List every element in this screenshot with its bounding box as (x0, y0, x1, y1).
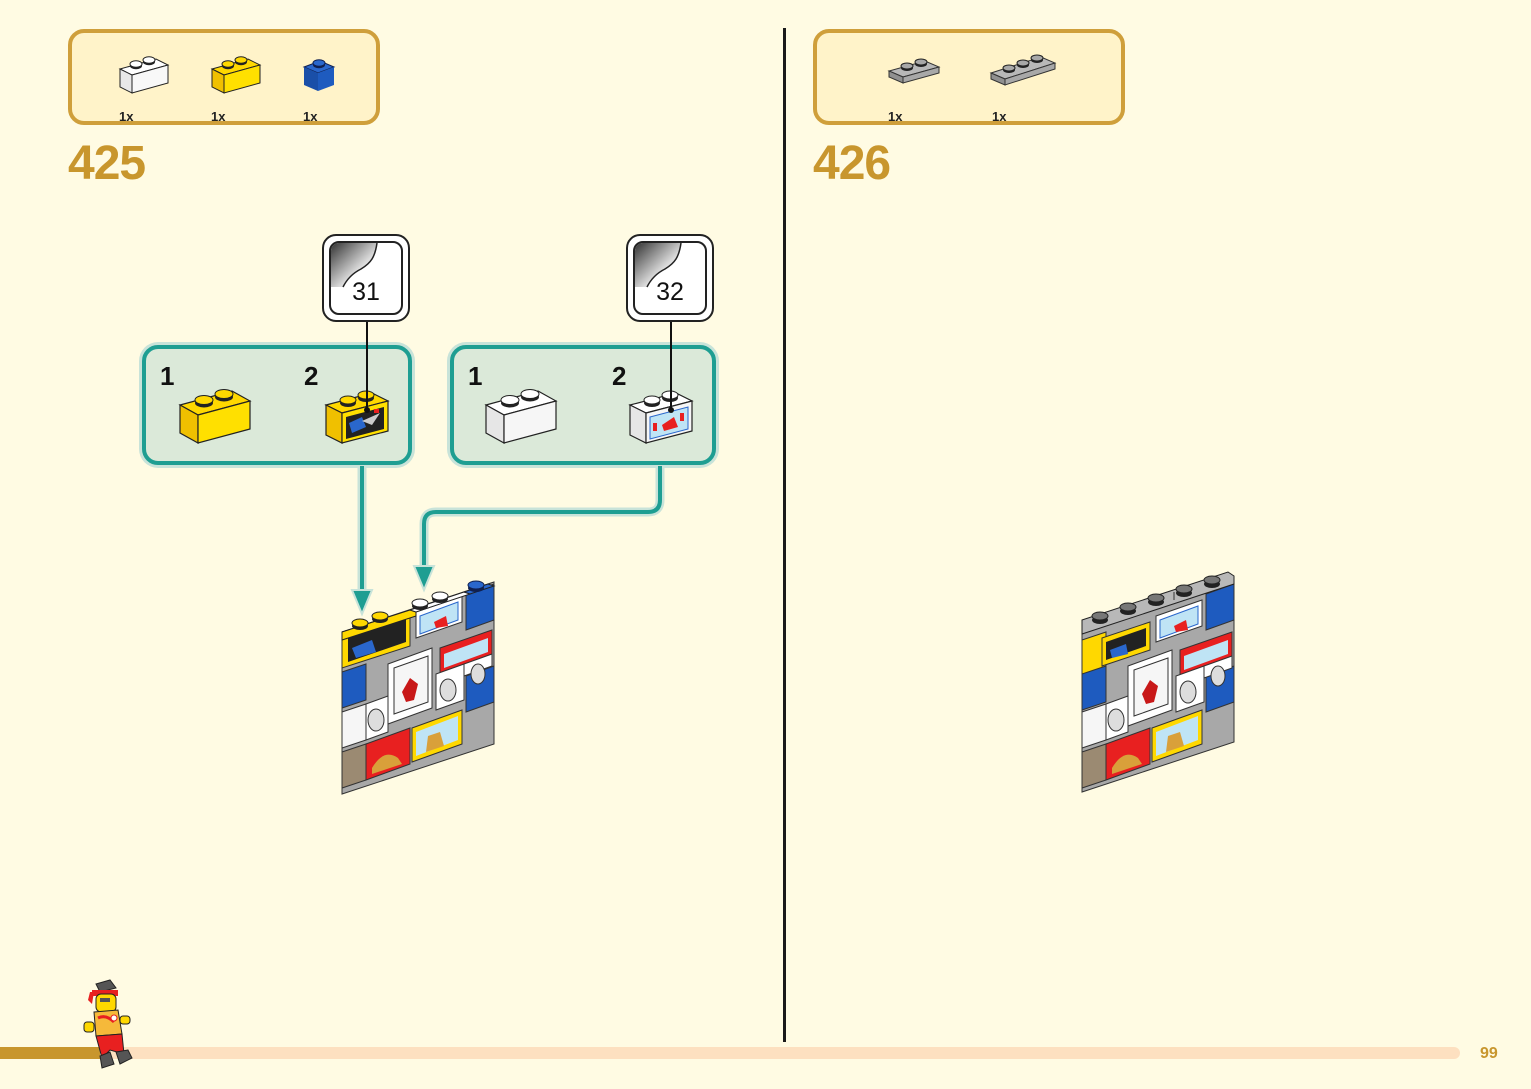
sticker-leader-dot (364, 407, 370, 413)
step-number: 425 (68, 137, 146, 190)
wall-base (341, 581, 495, 795)
step-number: 426 (813, 137, 891, 190)
grey-plate-1x3-icon (989, 54, 1057, 86)
page-progress-fill (0, 1047, 100, 1059)
grey-plates-top (1081, 571, 1235, 635)
sub-step-number: 1 (160, 361, 175, 391)
sticker-peel-icon (635, 243, 682, 288)
part-qty: 1x (119, 109, 134, 124)
page-divider (783, 28, 786, 1042)
running-minifigure-icon (83, 979, 133, 1069)
sub-step-number: 2 (304, 361, 319, 391)
part-qty: 1x (992, 109, 1007, 124)
grey-plate-1x2-icon (887, 58, 941, 84)
part-yellow-brick-1x2: 1x (208, 47, 288, 124)
sticker-number: 31 (352, 278, 380, 306)
sticker-leader-line (366, 322, 368, 410)
blue-brick-1x1-icon (302, 59, 336, 91)
page-progress-track (0, 1047, 1460, 1059)
white-brick-icon (484, 389, 558, 445)
sub-step-number: 1 (468, 361, 483, 391)
model-wall-step-426 (1081, 571, 1235, 793)
top-row-studs (341, 580, 496, 641)
sticker-number: 32 (656, 278, 684, 306)
model-wall-step-425 (341, 580, 496, 795)
yellow-brick-with-sticker-icon (324, 390, 390, 444)
parts-list-step-425: 1x 1x 1x (68, 29, 380, 125)
page-number: 99 (1480, 1045, 1498, 1062)
sticker-leader-dot (668, 407, 674, 413)
part-grey-plate-1x2: 1x (885, 49, 965, 124)
part-qty: 1x (211, 109, 226, 124)
yellow-brick-1x2-icon (210, 56, 262, 94)
sticker-reference-32: 32 (626, 234, 714, 322)
yellow-brick-icon (178, 389, 252, 445)
part-qty: 1x (888, 109, 903, 124)
sub-assembly-callout-yellow: 1 2 (142, 345, 412, 465)
sub-assembly-callout-white: 1 2 (450, 345, 716, 465)
part-white-brick-1x2: 1x (116, 47, 196, 124)
wall-base (1081, 579, 1235, 793)
sticker-reference-31: 31 (322, 234, 410, 322)
part-qty: 1x (303, 109, 318, 124)
white-brick-with-sticker-icon (628, 390, 694, 444)
part-grey-plate-1x3: 1x (989, 49, 1069, 124)
white-brick-1x2-icon (118, 56, 170, 94)
part-blue-brick-1x1: 1x (300, 47, 380, 124)
sticker-leader-line (670, 322, 672, 410)
sub-step-number: 2 (612, 361, 627, 391)
parts-list-step-426: 1x 1x (813, 29, 1125, 125)
sticker-peel-icon (331, 243, 378, 288)
